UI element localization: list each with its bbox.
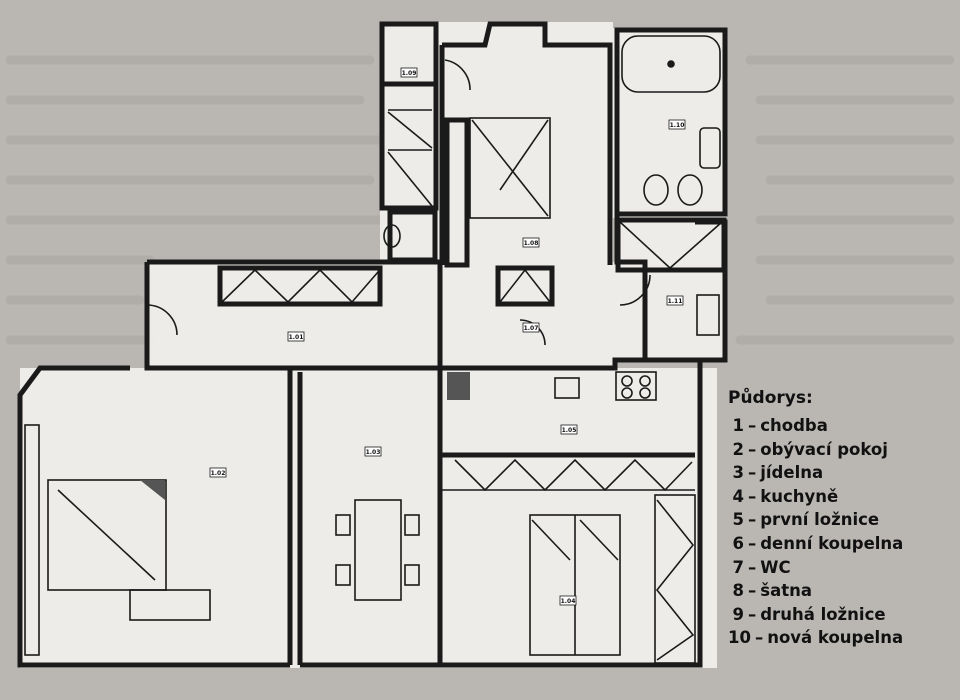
legend-item-label: chodba bbox=[760, 416, 828, 435]
room-id-1-08: 1.08 bbox=[524, 240, 539, 247]
room-id-1-01: 1.01 bbox=[289, 334, 304, 341]
stove bbox=[615, 371, 657, 401]
legend-item: 10–nová koupelna bbox=[728, 626, 903, 650]
dining-table bbox=[354, 499, 402, 601]
plan-fill bbox=[20, 22, 727, 668]
legend-item: 2–obývací pokoj bbox=[728, 438, 903, 462]
legend-item-label: WC bbox=[760, 557, 791, 577]
room-id-1-11: 1.11 bbox=[668, 298, 683, 305]
chimney-hatch bbox=[140, 372, 470, 500]
toilet-3 bbox=[383, 224, 401, 248]
legend-item: 5–první ložnice bbox=[728, 508, 903, 532]
washbasin bbox=[699, 127, 721, 169]
legend-item-number: 4 bbox=[732, 486, 744, 506]
kitchen-sink bbox=[554, 377, 580, 399]
room-id-1-07: 1.07 bbox=[524, 325, 539, 332]
toilet-2 bbox=[677, 174, 703, 206]
legend-item-number: 8 bbox=[732, 581, 744, 601]
legend-list: 1–chodba 2–obývací pokoj 3–jídelna 4–kuc… bbox=[728, 414, 903, 650]
sofa bbox=[47, 479, 167, 591]
legend-item-number: 10 bbox=[728, 628, 751, 648]
room-id-1-10: 1.10 bbox=[670, 122, 685, 129]
legend-item: 9–druhá ložnice bbox=[728, 603, 903, 627]
legend-title: Půdorys: bbox=[728, 388, 813, 408]
legend-item-label: nová koupelna bbox=[767, 628, 904, 648]
legend-item-label: kuchyně bbox=[760, 486, 839, 506]
walls bbox=[17, 21, 728, 668]
legend-item-label: jídelna bbox=[760, 463, 824, 483]
legend-item: 8–šatna bbox=[728, 579, 903, 603]
furniture bbox=[24, 35, 721, 656]
room-id-1-09: 1.09 bbox=[402, 70, 417, 77]
legend-item-number: 6 bbox=[732, 533, 744, 553]
legend-item-number: 7 bbox=[732, 557, 744, 577]
legend-item-number: 3 bbox=[732, 463, 744, 483]
legend-item: 7–WC bbox=[728, 556, 903, 580]
legend-item: 6–denní koupelna bbox=[728, 532, 904, 556]
room-id-1-05: 1.05 bbox=[562, 427, 577, 434]
legend-item-number: 2 bbox=[732, 439, 744, 459]
room-id-1-04: 1.04 bbox=[561, 598, 576, 605]
legend-item-number: 9 bbox=[732, 604, 744, 624]
legend-item-number: 1 bbox=[732, 416, 744, 435]
legend-item-number: 5 bbox=[732, 510, 744, 530]
room-id-labels: 1.09 1.10 1.08 1.01 1.07 1.11 1.02 1.03 … bbox=[211, 70, 685, 605]
room-id-1-03: 1.03 bbox=[366, 449, 381, 456]
legend-item: 3–jídelna bbox=[728, 461, 903, 485]
legend-item-label: obývací pokoj bbox=[760, 439, 888, 459]
legend-item-label: denní koupelna bbox=[760, 533, 904, 553]
faint-text-lines bbox=[5, 55, 955, 345]
storage-diagonals bbox=[221, 109, 723, 664]
legend-item-label: druhá ložnice bbox=[760, 604, 886, 624]
room-id-1-02: 1.02 bbox=[211, 470, 226, 477]
legend-item: 4–kuchyně bbox=[728, 485, 903, 509]
legend-item-label: šatna bbox=[760, 581, 812, 601]
bed-room5 bbox=[469, 117, 551, 219]
bathtub bbox=[621, 35, 721, 93]
legend-item-label: první ložnice bbox=[760, 510, 880, 530]
legend-item: 1–chodba bbox=[728, 414, 903, 438]
room-id-tags bbox=[209, 67, 686, 606]
legend: Půdorys: 1–chodba 2–obývací pokoj 3–jíde… bbox=[728, 388, 903, 650]
toilet-1 bbox=[643, 174, 669, 206]
